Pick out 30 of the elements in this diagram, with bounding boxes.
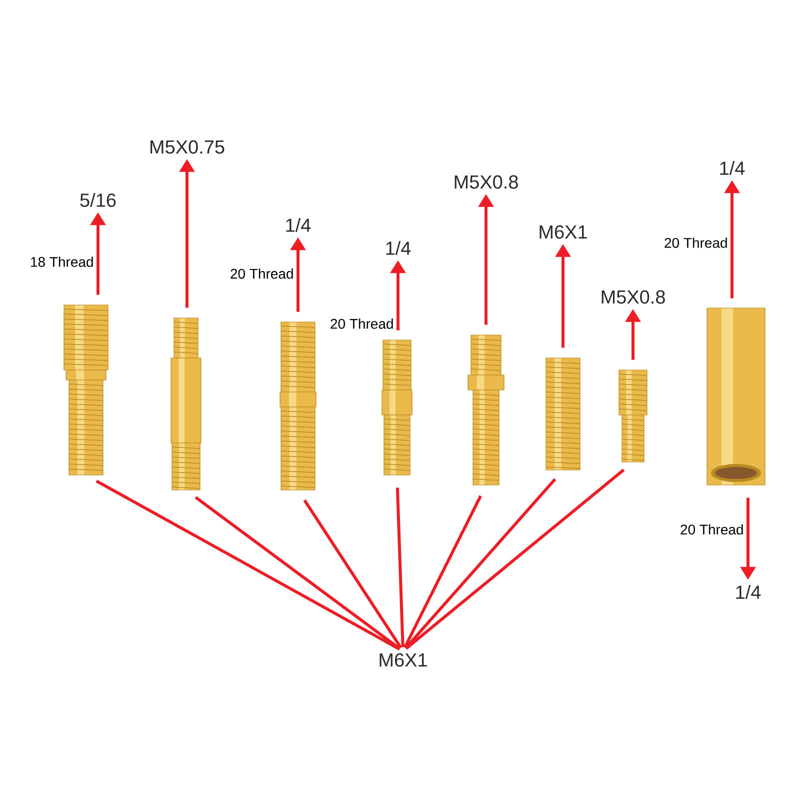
connector-line [404,478,556,650]
connector-line [303,499,402,649]
size-label: 1/4 [386,241,411,255]
threaded-adapter-drawing [170,318,202,490]
size-label: 1/4 [286,218,311,232]
size-label: M5X0.8 [454,175,518,189]
edge-label: 20 Thread [679,523,745,536]
connector-line [96,480,400,650]
edge-label: 18 Thread [28,256,95,268]
threaded-adapter-drawing [64,304,108,476]
connector-line [194,496,401,650]
threaded-adapter-drawing [382,340,412,476]
connector-line [405,468,625,650]
threaded-adapter-drawing [546,358,580,470]
size-label: 1/4 [736,585,761,599]
connector-line [396,488,404,648]
threaded-adapter-drawing [468,334,504,486]
size-label: M6X1 [380,653,427,667]
size-label: M5X0.8 [602,290,665,304]
size-label: M6X1 [540,225,587,239]
edge-label: 20 Thread [663,236,729,249]
size-label: 1/4 [720,161,745,175]
connector-line [403,495,482,648]
edge-label: 20 Thread [228,267,295,280]
threaded-adapter-drawing [618,370,648,462]
threaded-adapter-drawing [280,322,316,490]
size-label: 5/16 [80,193,116,207]
size-label: M5X0.75 [150,140,224,154]
brass-tube-drawing [706,308,766,486]
edge-label: 20 Thread [328,318,395,330]
